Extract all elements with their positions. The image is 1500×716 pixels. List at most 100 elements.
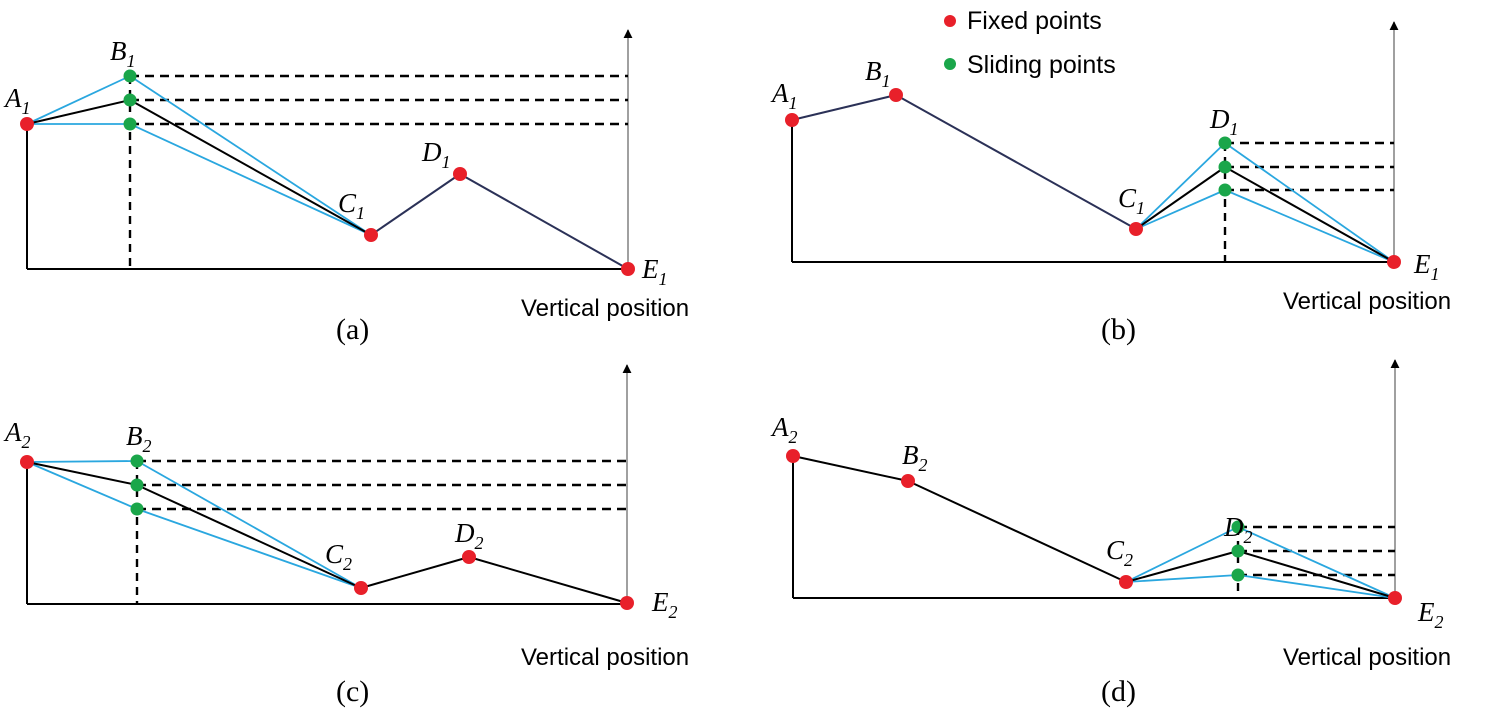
point-letter: B [902, 440, 919, 470]
panel-caption: (d) [1101, 675, 1136, 708]
axis-title: Vertical position [521, 295, 689, 322]
path-CD [370, 173, 461, 236]
variant-upper-1 [26, 460, 138, 463]
point-letter: C [1106, 535, 1125, 565]
path-CD [360, 556, 470, 589]
point-label-D: D1 [421, 137, 451, 172]
point-letter: E [641, 254, 659, 284]
fixed-point-B [889, 88, 903, 102]
path-DE [1224, 166, 1395, 263]
variant-lower-1 [1125, 574, 1239, 583]
point-letter: C [325, 539, 344, 569]
point-letter: C [338, 188, 357, 218]
point-letter: A [3, 417, 22, 447]
path-AB [791, 94, 897, 121]
point-subscript: 1 [127, 51, 136, 71]
variant-upper-1 [1135, 142, 1226, 230]
point-letter: A [770, 412, 789, 442]
fixed-point-A [785, 113, 799, 127]
variant-upper-2 [136, 460, 362, 589]
variant-upper-1 [1125, 526, 1239, 583]
point-label-D: D2 [454, 518, 484, 553]
point-label-C: C2 [1106, 535, 1133, 570]
point-label-C: C2 [325, 539, 352, 574]
sliding-point-mid [1231, 544, 1245, 558]
path-CD [1125, 550, 1239, 583]
point-letter: D [1209, 104, 1230, 134]
variant-upper-2 [1224, 142, 1395, 263]
variant-lower-1 [1135, 189, 1226, 230]
point-label-A: A1 [770, 78, 798, 113]
point-subscript: 2 [919, 455, 928, 475]
legend-fixed-marker [944, 15, 956, 27]
fixed-point-A [20, 455, 34, 469]
point-letter: A [770, 78, 789, 108]
point-subscript: 1 [789, 93, 798, 113]
point-label-E: E2 [1417, 597, 1444, 632]
variant-upper-2 [129, 75, 372, 236]
point-subscript: 2 [475, 533, 484, 553]
fixed-point-C [1129, 222, 1143, 236]
point-label-C: C1 [1118, 183, 1145, 218]
point-subscript: 1 [356, 203, 365, 223]
point-label-A: A2 [770, 412, 798, 447]
panel-caption: (a) [336, 313, 369, 346]
sliding-point-mid [130, 478, 144, 492]
sliding-point-bottom [123, 117, 137, 131]
point-subscript: 2 [22, 432, 31, 452]
path-BC [136, 484, 362, 589]
sliding-point-bottom [1231, 568, 1245, 582]
path-AB [792, 455, 909, 482]
point-letter: C [1118, 183, 1137, 213]
point-label-A: A2 [3, 417, 31, 452]
fixed-point-B [901, 474, 915, 488]
point-subscript: 2 [143, 436, 152, 456]
point-subscript: 1 [1230, 119, 1239, 139]
path-AB [26, 461, 138, 486]
point-subscript: 2 [669, 602, 678, 622]
sliding-point-top [130, 454, 144, 468]
sliding-point-mid [1218, 160, 1232, 174]
legend-sliding-marker [944, 58, 956, 70]
fixed-point-E [620, 596, 634, 610]
point-subscript: 1 [1136, 198, 1145, 218]
point-letter: E [1413, 249, 1431, 279]
point-subscript: 1 [882, 71, 891, 91]
fixed-point-D [462, 550, 476, 564]
point-letter: B [110, 36, 127, 66]
point-letter: B [865, 56, 882, 86]
point-label-E: E1 [1413, 249, 1440, 284]
variant-lower-2 [129, 123, 372, 236]
fixed-point-E [621, 262, 635, 276]
axis-title: Vertical position [521, 644, 689, 671]
fixed-point-E [1388, 591, 1402, 605]
point-subscript: 2 [343, 554, 352, 574]
point-subscript: 1 [659, 269, 668, 289]
fixed-point-E [1387, 255, 1401, 269]
variant-lower-2 [1237, 574, 1396, 599]
path-BC [907, 480, 1127, 583]
path-CD [1135, 166, 1226, 230]
point-letter: E [651, 587, 669, 617]
fixed-point-A [786, 449, 800, 463]
sliding-point-top [1218, 136, 1232, 150]
point-letter: B [126, 421, 143, 451]
legend-fixed-label: Fixed points [967, 7, 1102, 35]
path-DE [459, 173, 629, 270]
sliding-point-bottom [130, 502, 144, 516]
variant-upper-1 [26, 75, 131, 125]
sliding-point-bottom [1218, 183, 1232, 197]
path-DE [1237, 550, 1396, 599]
axis-title: Vertical position [1283, 288, 1451, 315]
fixed-point-C [354, 581, 368, 595]
sliding-point-top [123, 69, 137, 83]
path-DE [468, 556, 628, 604]
path-BC [129, 99, 372, 236]
point-label-A: A1 [3, 83, 31, 118]
legend: Fixed points Sliding points [944, 7, 1116, 79]
variant-upper-2 [1237, 526, 1396, 599]
